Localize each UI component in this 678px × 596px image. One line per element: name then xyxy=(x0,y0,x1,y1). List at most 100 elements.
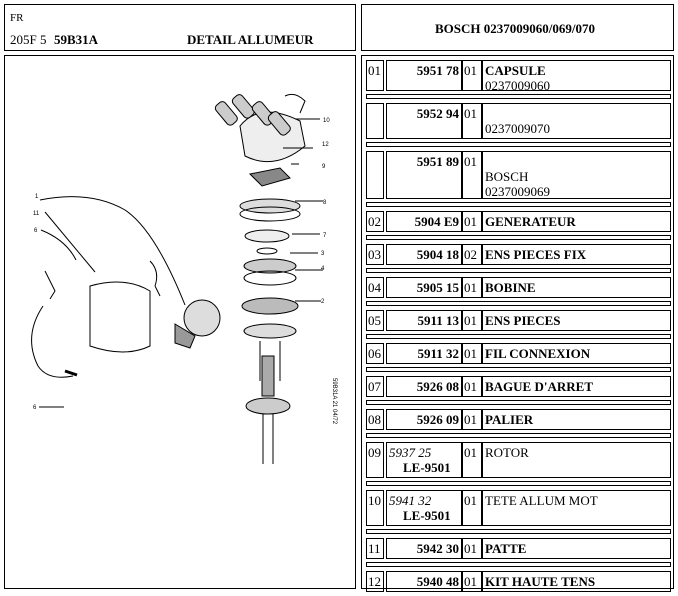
description-line: 0237009060 xyxy=(485,78,550,93)
quantity: 01 xyxy=(462,538,482,559)
description-title: PALIER xyxy=(485,412,534,427)
description-title: ENS PIECES FIX xyxy=(485,247,587,262)
row-number: 04 xyxy=(366,277,384,298)
description-line xyxy=(485,106,670,121)
quantity: 01 xyxy=(462,151,482,199)
row-separator xyxy=(366,301,671,306)
row-separator xyxy=(366,400,671,405)
description-title: GENERATEUR xyxy=(485,214,576,229)
row-separator xyxy=(366,529,671,534)
part-reference: 5940 48 xyxy=(386,571,462,592)
part-reference: 5926 08 xyxy=(386,376,462,397)
description-title: BAGUE D'ARRET xyxy=(485,379,593,394)
header-right: BOSCH 0237009060/069/070 xyxy=(361,4,674,51)
part-reference: 5904 18 xyxy=(386,244,462,265)
part-reference: 5911 32 xyxy=(386,343,462,364)
part-description: BAGUE D'ARRET xyxy=(482,376,671,397)
row-number: 02 xyxy=(366,211,384,232)
old-reference: 5937 25 xyxy=(389,445,432,460)
quantity: 01 xyxy=(462,343,482,364)
part-description: ENS PIECES FIX xyxy=(482,244,671,265)
part-description: PATTE xyxy=(482,538,671,559)
description-line: 0237009069 xyxy=(485,184,550,199)
part-reference: 5942 30 xyxy=(386,538,462,559)
description-line: TETE ALLUM MOT xyxy=(485,493,598,508)
row-number: 11 xyxy=(366,538,384,559)
row-separator xyxy=(366,367,671,372)
callout-6b: 6 xyxy=(33,405,37,411)
part-description: KIT HAUTE TENS xyxy=(482,571,671,592)
old-reference: 5941 32 xyxy=(389,493,432,508)
row-separator xyxy=(366,562,671,567)
description-title: ENS PIECES xyxy=(485,313,561,328)
callout-10: 10 xyxy=(323,118,330,124)
quantity: 01 xyxy=(462,310,482,331)
description-title: KIT HAUTE TENS xyxy=(485,574,596,589)
description-line: BOSCH xyxy=(485,169,529,184)
row-number xyxy=(366,103,384,139)
part-reference: 5951 89 xyxy=(386,151,462,199)
part-reference: 5904 E9 xyxy=(386,211,462,232)
quantity: 01 xyxy=(462,571,482,592)
row-separator xyxy=(366,202,671,207)
quantity: 01 xyxy=(462,376,482,397)
row-number: 08 xyxy=(366,409,384,430)
callout-6a: 6 xyxy=(34,228,38,234)
quantity: 01 xyxy=(462,211,482,232)
part-description: BOBINE xyxy=(482,277,671,298)
part-description: ROTOR xyxy=(482,442,671,478)
row-separator xyxy=(366,481,671,486)
description-line xyxy=(485,154,670,169)
row-number: 03 xyxy=(366,244,384,265)
distributor-drawing: 10 12 9 8 7 3 4 2 1 11 6 6 59B31A 21 04/… xyxy=(31,93,337,464)
row-number: 06 xyxy=(366,343,384,364)
callout-3: 3 xyxy=(321,251,325,257)
le-reference: LE-9501 xyxy=(403,508,451,523)
exploded-diagram: 10 12 9 8 7 3 4 2 1 11 6 6 59B31A 21 04/… xyxy=(4,55,356,589)
model-code: 59B31A xyxy=(54,32,99,47)
part-reference: 5952 94 xyxy=(386,103,462,139)
header-left: FR 205F 5 59B31A DETAIL ALLUMEUR xyxy=(4,4,356,51)
country-code: FR xyxy=(10,12,24,24)
quantity: 01 xyxy=(462,442,482,478)
part-description: 0237009070 xyxy=(482,103,671,139)
row-number: 12 xyxy=(366,571,384,592)
part-reference: 5905 15 xyxy=(386,277,462,298)
quantity: 01 xyxy=(462,277,482,298)
part-reference: 5926 09 xyxy=(386,409,462,430)
le-reference: LE-9501 xyxy=(403,460,451,475)
quantity: 01 xyxy=(462,60,482,91)
model-label: 205F 5 xyxy=(10,32,47,47)
part-reference: 5951 78 xyxy=(386,60,462,91)
part-description: ENS PIECES xyxy=(482,310,671,331)
row-separator xyxy=(366,235,671,240)
part-description: TETE ALLUM MOT xyxy=(482,490,671,526)
row-separator xyxy=(366,334,671,339)
description-line: ROTOR xyxy=(485,445,529,460)
side-code: 59B31A 21 04/72 xyxy=(331,378,337,425)
callout-8: 8 xyxy=(323,200,327,206)
row-number: 07 xyxy=(366,376,384,397)
callout-9: 9 xyxy=(322,164,326,170)
quantity: 01 xyxy=(462,409,482,430)
description-title: CAPSULE xyxy=(485,63,546,78)
part-description: FIL CONNEXION xyxy=(482,343,671,364)
